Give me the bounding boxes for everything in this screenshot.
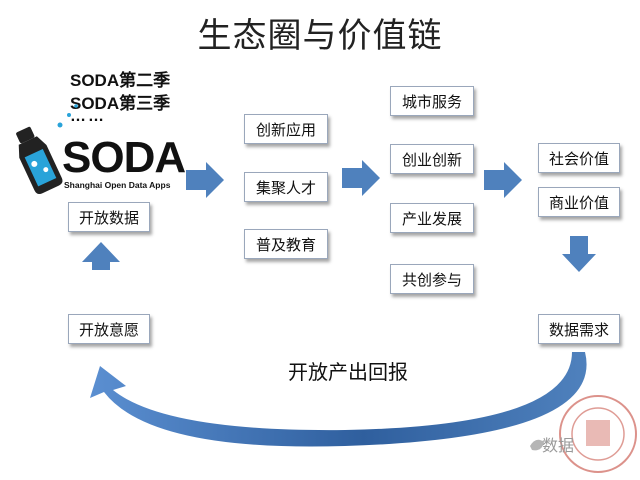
open-output-return-label: 开放产出回报: [288, 360, 408, 384]
open-willingness-box: 开放意愿: [68, 314, 150, 344]
social-value-box: 社会价值: [538, 143, 620, 173]
more-seasons-ellipsis: ……: [70, 108, 106, 125]
right-arrow-icon: [186, 162, 224, 198]
up-arrow-icon: [82, 242, 120, 270]
return-curve-arrow-icon: [90, 352, 587, 447]
season-two-label: SODA第二季: [70, 71, 171, 90]
co-creation-box: 共创参与: [390, 264, 474, 294]
city-services-box: 城市服务: [390, 86, 474, 116]
innovative-apps-box: 创新应用: [244, 114, 328, 144]
open-data-box: 开放数据: [68, 202, 150, 232]
diagram-title: 生态圈与价值链: [197, 16, 443, 56]
soda-logo-subtitle: Shanghai Open Data Apps: [64, 180, 171, 190]
industry-development-box: 产业发展: [390, 203, 474, 233]
commercial-value-box: 商业价值: [538, 187, 620, 217]
down-arrow-icon: [562, 236, 596, 272]
right-arrow-icon: [342, 160, 380, 196]
season-three-label: SODA第三季: [70, 94, 171, 113]
popular-education-box: 普及教育: [244, 229, 328, 259]
right-arrow-icon: [484, 162, 522, 198]
data-demand-box: 数据需求: [538, 314, 620, 344]
watermark-text: 数据: [542, 436, 575, 455]
soda-logo-text: SODA: [62, 133, 186, 182]
entrepreneurship-box: 创业创新: [390, 144, 474, 174]
gather-talent-box: 集聚人才: [244, 172, 328, 202]
